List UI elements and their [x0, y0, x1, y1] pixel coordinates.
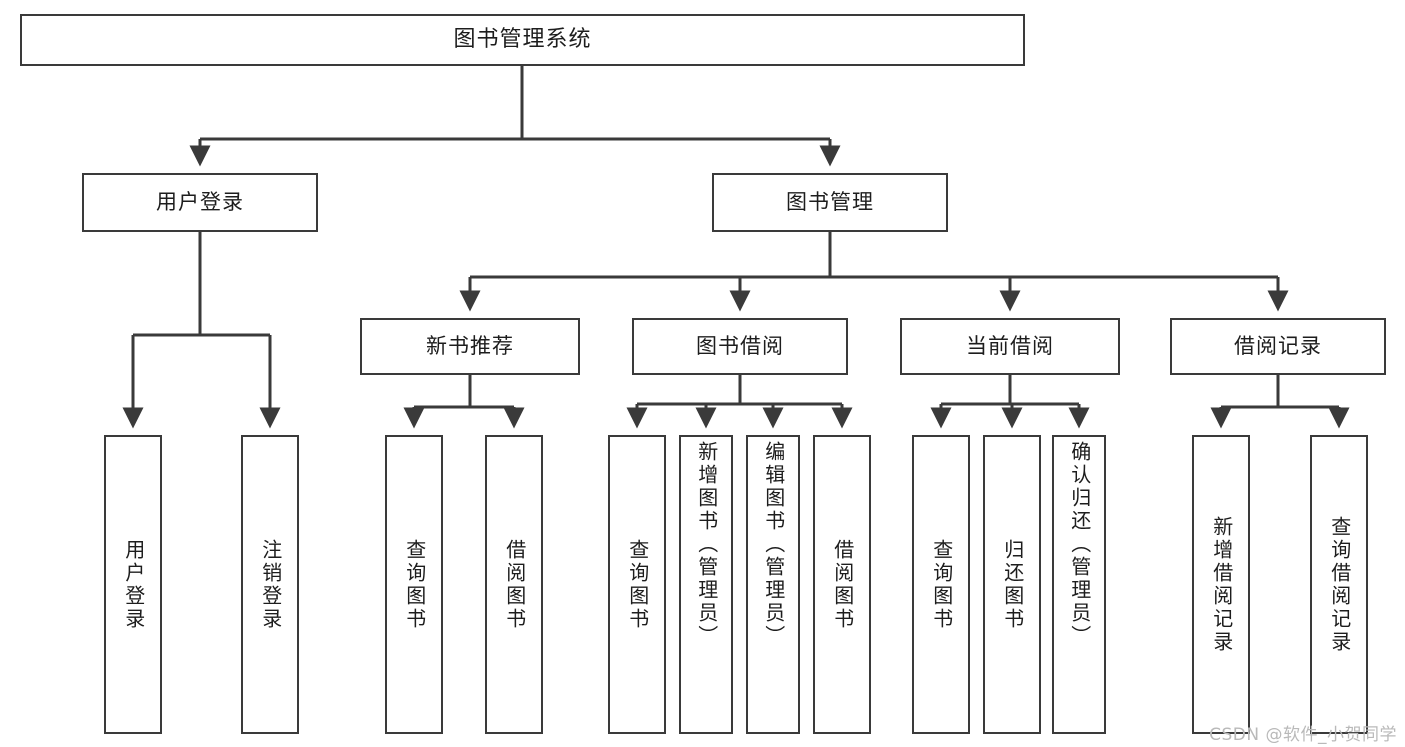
node-label: 查询图书	[929, 538, 954, 631]
csdn-watermark: CSDN @软件_小贺同学	[1209, 725, 1397, 745]
node-label: 借阅记录	[1234, 333, 1322, 358]
leaf-edit-book-admin[interactable]: 编辑图书（管理员）	[746, 435, 800, 734]
leaf-add-borrow-record[interactable]: 新增借阅记录	[1192, 435, 1250, 734]
node-label: 当前借阅	[966, 333, 1054, 358]
leaf-logout[interactable]: 注销登录	[241, 435, 299, 734]
node-label: 查询图书	[402, 538, 427, 631]
node-user-login[interactable]: 用户登录	[82, 173, 318, 232]
node-book-manage[interactable]: 图书管理	[712, 173, 948, 232]
leaf-query-book-current[interactable]: 查询图书	[912, 435, 970, 734]
node-borrow-record[interactable]: 借阅记录	[1170, 318, 1386, 375]
node-current-borrow[interactable]: 当前借阅	[900, 318, 1120, 375]
node-label: 注销登录	[258, 538, 283, 631]
node-label: 新增图书（管理员）	[694, 441, 719, 648]
leaf-query-book-recommend[interactable]: 查询图书	[385, 435, 443, 734]
node-label: 编辑图书（管理员）	[761, 441, 786, 648]
leaf-borrow-book-borrow[interactable]: 借阅图书	[813, 435, 871, 734]
node-new-book-recommend[interactable]: 新书推荐	[360, 318, 580, 375]
leaf-add-book-admin[interactable]: 新增图书（管理员）	[679, 435, 733, 734]
leaf-confirm-return-admin[interactable]: 确认归还（管理员）	[1052, 435, 1106, 734]
node-label: 用户登录	[121, 538, 146, 631]
node-book-borrow[interactable]: 图书借阅	[632, 318, 848, 375]
node-label: 图书管理系统	[453, 26, 592, 52]
node-label: 归还图书	[1000, 538, 1025, 631]
node-label: 图书借阅	[696, 333, 784, 358]
leaf-query-book-borrow[interactable]: 查询图书	[608, 435, 666, 734]
node-label: 查询借阅记录	[1327, 515, 1352, 654]
node-label: 新书推荐	[426, 333, 514, 358]
node-label: 借阅图书	[502, 538, 527, 631]
leaf-borrow-book-recommend[interactable]: 借阅图书	[485, 435, 543, 734]
node-label: 借阅图书	[830, 538, 855, 631]
node-label: 用户登录	[156, 189, 244, 214]
leaf-return-book[interactable]: 归还图书	[983, 435, 1041, 734]
node-label: 查询图书	[625, 538, 650, 631]
node-root-system[interactable]: 图书管理系统	[20, 14, 1025, 66]
node-label: 确认归还（管理员）	[1067, 441, 1092, 648]
node-label: 图书管理	[786, 189, 874, 214]
node-label: 新增借阅记录	[1209, 515, 1234, 654]
leaf-user-login[interactable]: 用户登录	[104, 435, 162, 734]
leaf-query-borrow-record[interactable]: 查询借阅记录	[1310, 435, 1368, 734]
